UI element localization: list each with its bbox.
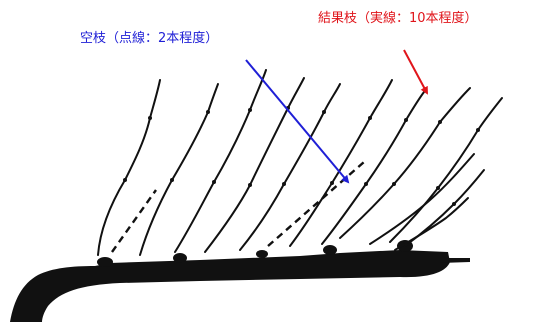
solid-shoot [174, 69, 267, 253]
dashed-shoot [267, 161, 365, 247]
solid-shoot [204, 77, 305, 253]
solid-shoot [404, 169, 485, 247]
main-branch [10, 240, 470, 322]
dashed-shoots [111, 161, 365, 253]
empty-branch-arrow [245, 59, 350, 184]
solid-shoots [97, 69, 503, 256]
solid-shoot [394, 197, 469, 251]
solid-shoot [139, 83, 219, 256]
solid-shoot [369, 153, 475, 245]
fruiting-branch-label: 結果枝（実線：10本程度） [318, 11, 478, 26]
solid-shoot [289, 79, 393, 247]
solid-shoot [321, 91, 425, 245]
dashed-shoot [111, 189, 157, 253]
solid-shoot [97, 79, 161, 256]
fruiting-branch-arrow [403, 49, 428, 95]
solid-shoot [389, 97, 503, 243]
shoot-nodes [123, 106, 480, 206]
empty-branch-label: 空枝（点線：2本程度） [80, 31, 219, 46]
solid-shoot [339, 87, 471, 239]
solid-shoot [239, 83, 341, 251]
